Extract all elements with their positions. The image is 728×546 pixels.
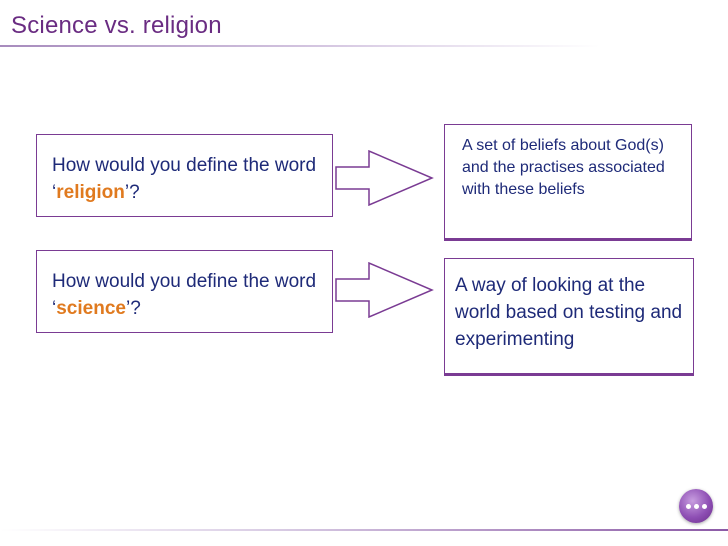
title-divider xyxy=(0,45,600,47)
answer-box-science: A way of looking at the world based on t… xyxy=(444,258,694,376)
right-arrow-icon xyxy=(335,150,434,206)
right-arrow-icon xyxy=(335,262,434,318)
question-prefix: How would you define the word ‘ xyxy=(52,271,317,319)
question-box-science: How would you define the word ‘science’? xyxy=(36,250,333,333)
more-options-button[interactable] xyxy=(679,489,713,523)
more-options-icon xyxy=(685,503,707,509)
footer-divider xyxy=(0,529,728,531)
question-suffix: ’? xyxy=(125,298,141,319)
slide-title: Science vs. religion xyxy=(11,12,222,39)
question-prefix: How would you define the word ‘ xyxy=(52,155,317,203)
question-suffix: ’? xyxy=(124,182,140,203)
keyword-science: science xyxy=(56,298,126,319)
question-box-religion: How would you define the word ‘religion’… xyxy=(36,134,333,217)
answer-box-religion: A set of beliefs about God(s) and the pr… xyxy=(444,124,692,241)
keyword-religion: religion xyxy=(56,182,125,203)
